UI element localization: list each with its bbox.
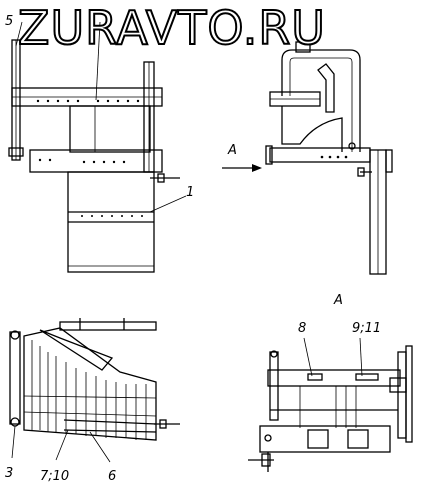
top-view — [9, 318, 180, 463]
leader-9-11 — [359, 337, 363, 377]
label-part-3: 3 — [5, 466, 14, 481]
left-rail-bottom — [9, 331, 21, 425]
label-part-9-11: 9;11 — [352, 321, 382, 336]
view-a-base-plate — [259, 425, 391, 453]
ladder-holes — [81, 215, 143, 217]
angled-grip — [317, 63, 335, 113]
view-a-right-post — [397, 351, 407, 439]
label-part-5: 5 — [5, 14, 14, 29]
label-part-7-10: 7;10 — [40, 469, 70, 484]
label-part-1: 1 — [186, 185, 195, 200]
basket-outline — [23, 327, 157, 441]
label-view-arrow: A — [228, 143, 237, 158]
leader-6 — [89, 431, 111, 463]
hoop-handle — [281, 49, 361, 152]
base-rail — [269, 147, 371, 163]
view-a — [248, 337, 413, 472]
leader-5 — [15, 21, 23, 47]
leader-1 — [149, 195, 187, 213]
leader-8 — [303, 337, 313, 377]
side-view — [222, 41, 393, 275]
leader-3 — [11, 425, 16, 459]
label-view-a-title: A — [334, 293, 343, 308]
basket-lid — [39, 329, 114, 371]
label-part-6: 6 — [108, 469, 117, 484]
leader-7-10 — [55, 429, 69, 461]
view-a-top-bar — [267, 369, 401, 387]
curved-bracket — [281, 106, 343, 152]
basket-bars — [31, 340, 147, 440]
step-holes — [38, 158, 126, 164]
label-part-8: 8 — [298, 321, 307, 336]
frame-holes — [36, 99, 140, 103]
rail-holes — [320, 155, 348, 159]
watermark: ZURAVTO.RU — [17, 1, 326, 55]
front-view — [8, 21, 187, 273]
